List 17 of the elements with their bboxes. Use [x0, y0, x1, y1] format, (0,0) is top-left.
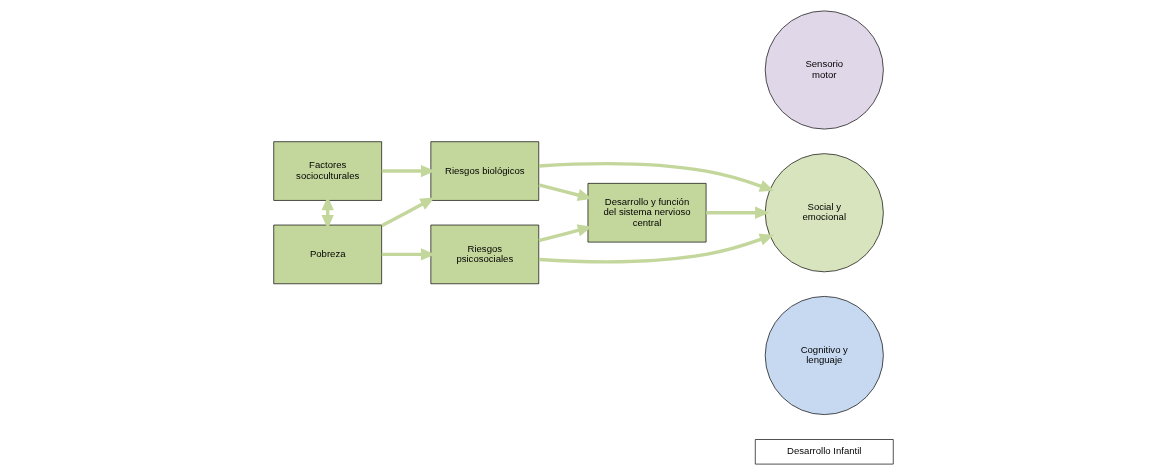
arrow: [380, 197, 435, 228]
node-box: Riesgos psicosociales: [430, 224, 539, 285]
node-circle: Social y emocional: [764, 153, 884, 273]
arrow: [537, 183, 592, 202]
arrow: [381, 164, 435, 178]
arrow: [705, 206, 769, 219]
arrow: [537, 224, 592, 243]
node-box: Desarrollo y función del sistema nervioso central: [587, 183, 706, 243]
node-box: Pobreza: [272, 224, 382, 285]
node-box: Desarrollo Infantil: [754, 439, 894, 465]
node-circle: Cognitivo y lenguaje: [764, 296, 884, 415]
arrow: [538, 233, 774, 264]
node-box: Riesgos biológicos: [430, 141, 539, 201]
arrow: [538, 162, 774, 192]
node-circle: Sensorio motor: [764, 10, 884, 130]
arrow: [381, 248, 435, 261]
node-box: Factores socioculturales: [272, 141, 382, 201]
